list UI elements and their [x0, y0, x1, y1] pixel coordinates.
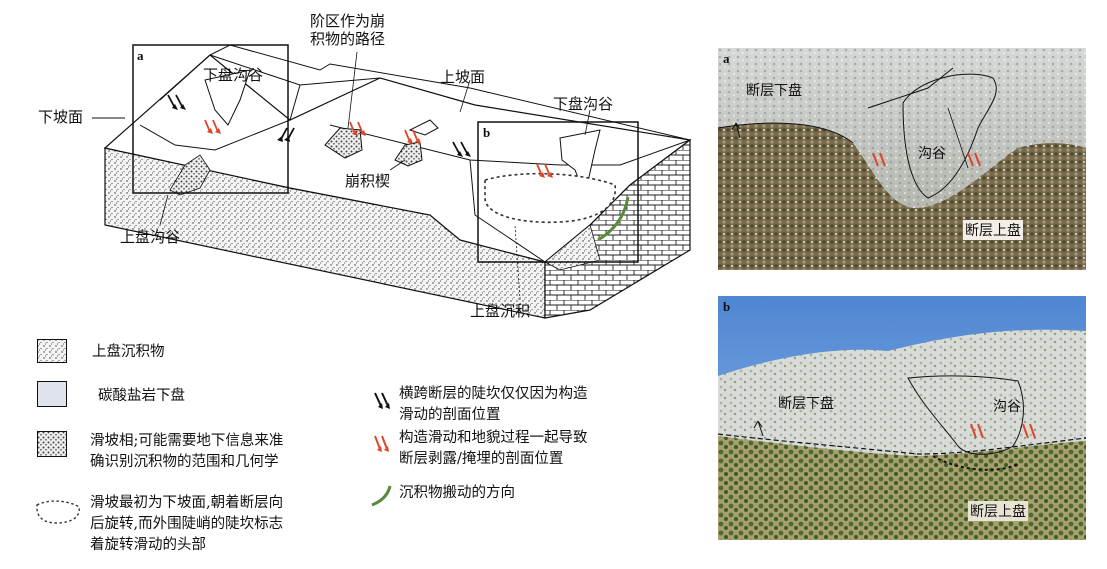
photo-a-tag: a: [723, 51, 730, 66]
photo-b-hangingwall-label: 断层上盘: [968, 501, 1028, 521]
legend-item-landslide-facies: 滑坡相;可能需要地下信息来准 确识别沉积物的范围和几何学: [90, 433, 284, 470]
photo-b: b 断层下盘 沟谷 断层上盘: [718, 296, 1086, 540]
upslope-label: 上坡面: [440, 68, 486, 86]
legend-item-landslide-rotation: 滑坡最初为下坡面,朝着断层向 后旋转,而外围陡峭的陡坎标志 着旋转滑动的头部: [90, 495, 284, 553]
dashed-outline-icon: [36, 500, 80, 524]
stipple-fine-icon: [37, 339, 67, 363]
carbonate-box-icon: [37, 381, 67, 407]
photo-a-gully-label: 沟谷: [918, 146, 946, 162]
red-arrows-icon: [374, 435, 389, 452]
photo-b-footwall-label: 断层下盘: [778, 396, 834, 412]
legend-item-carbonate: 碳酸盐岩下盘: [98, 388, 185, 404]
box-a-tag: a: [137, 48, 144, 63]
downslope-label: 下坡面: [38, 108, 84, 126]
stipple-coarse-icon: [37, 431, 67, 457]
photo-a: a 断层下盘 沟谷 断层上盘: [718, 48, 1086, 270]
hangingwall-gully-label: 上盘沟谷: [120, 228, 181, 246]
colluvial-wedge-label: 崩积楔: [345, 172, 391, 190]
photo-b-tag: b: [723, 299, 731, 314]
box-b-tag: b: [483, 125, 491, 140]
photo-b-gully-label: 沟谷: [993, 399, 1021, 415]
black-arrows-icon: [374, 392, 390, 409]
terrace-path-label: 阶区作为崩 积物的路径: [310, 12, 386, 48]
legend-item-hw-sediment: 上盘沉积物: [92, 344, 165, 360]
footwall-gully-b-label: 下盘沟谷: [553, 95, 614, 113]
footwall-gully-a-label: 下盘沟谷: [203, 66, 264, 84]
green-arrow-icon: [371, 485, 392, 507]
block-diagram: [92, 44, 692, 319]
legend-item-scarp-slip: 横跨断层的陡坎仅仅因为构造 滑动的剖面位置: [399, 386, 588, 423]
hangingwall-sediment-label: 上盘沉积: [470, 302, 531, 320]
legend-item-sediment-transport: 沉积物搬动的方向: [399, 485, 515, 501]
photo-a-hangingwall-label: 断层上盘: [963, 220, 1023, 240]
legend-item-exhumation: 构造滑动和地貌过程一起导致 断层剥露/掩埋的剖面位置: [399, 430, 588, 467]
photo-a-footwall-label: 断层下盘: [746, 83, 802, 99]
